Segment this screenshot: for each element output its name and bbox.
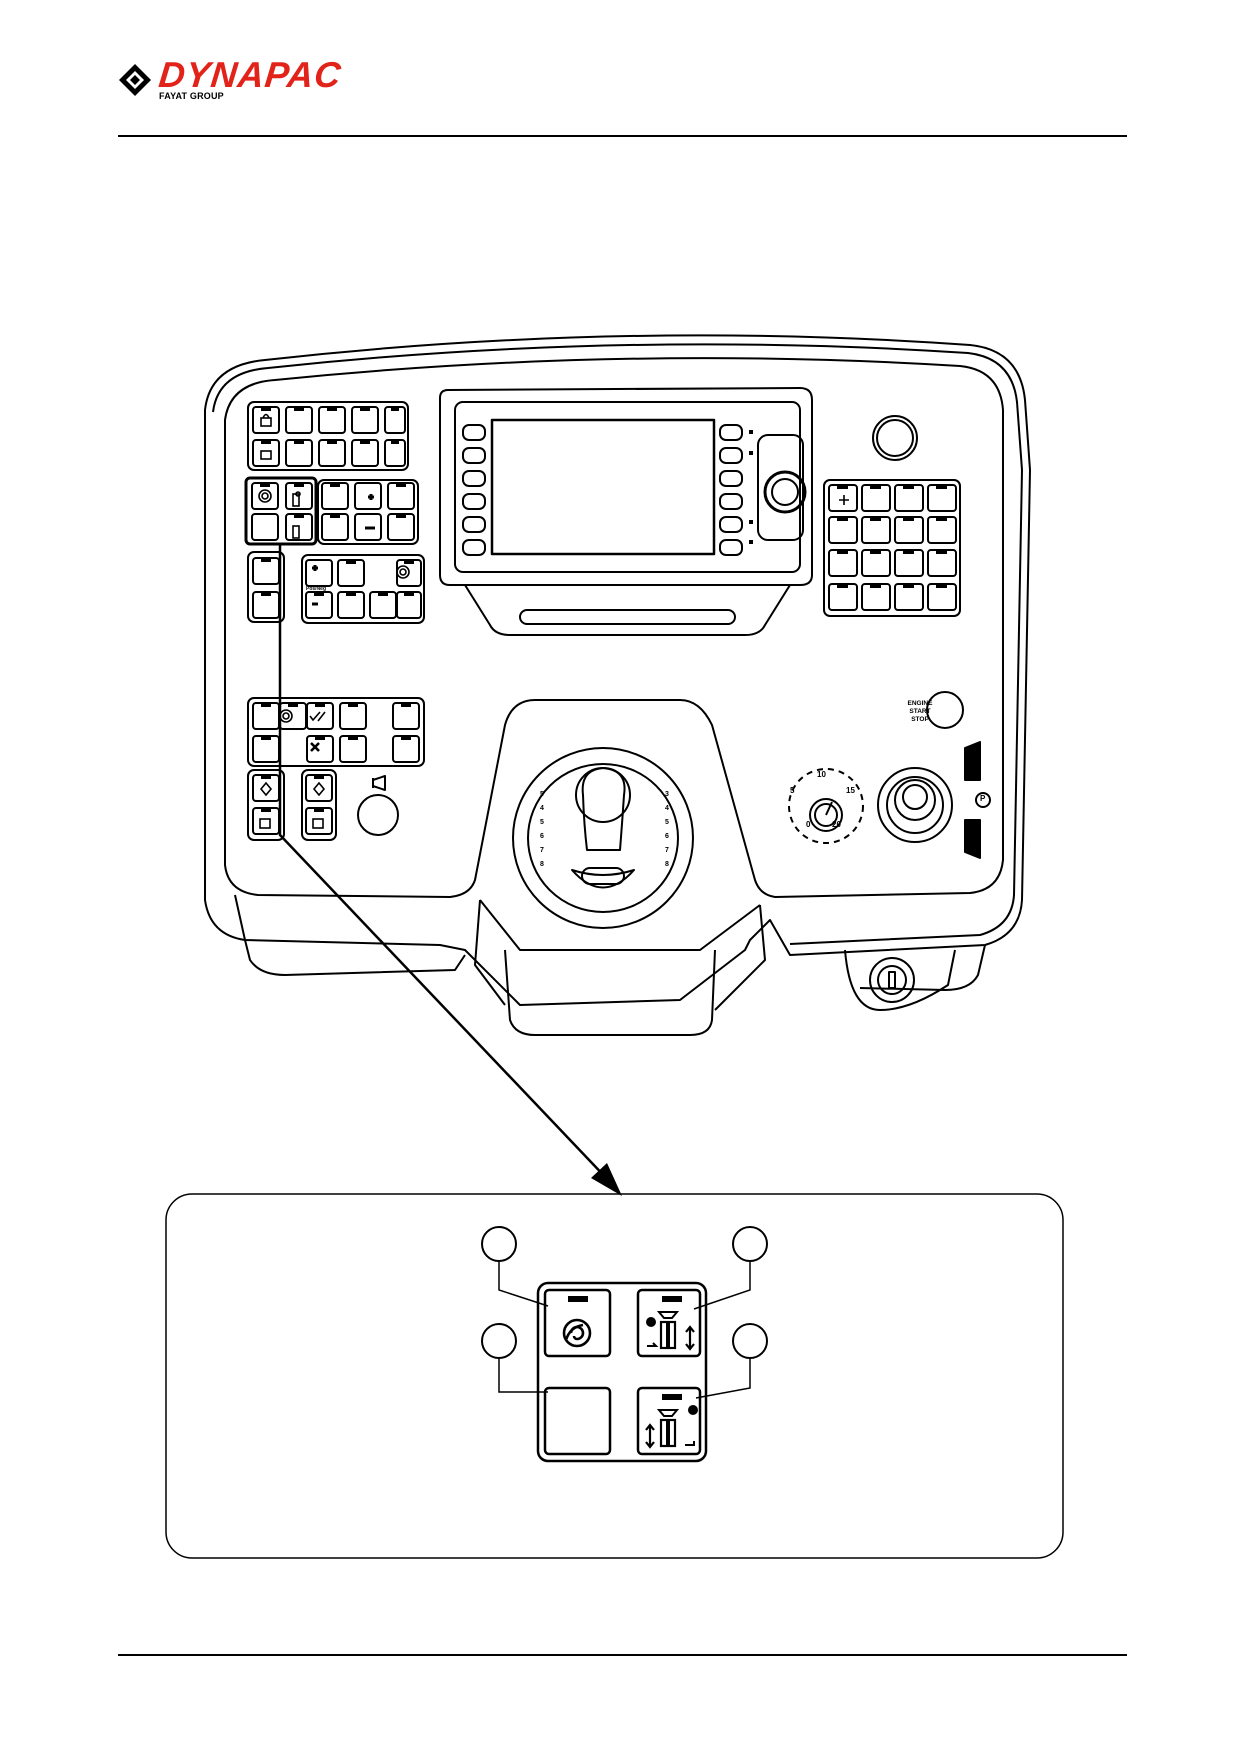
parking-indicator xyxy=(975,792,991,808)
display-softkeys-right xyxy=(719,424,743,556)
speed-tick-10: 10 xyxy=(817,770,826,779)
ring-left-ticks: 5 4 5 6 7 8 xyxy=(540,791,544,868)
dynapac-diamond-icon xyxy=(119,64,151,96)
speed-tick-5: 5 xyxy=(790,786,795,795)
panel-outer-housing xyxy=(204,334,1031,1006)
display-bezel xyxy=(439,387,813,586)
speed-tick-20: 20 xyxy=(832,820,841,829)
header-rule xyxy=(118,135,1127,137)
speed-dial-ring xyxy=(788,768,864,844)
speed-dial-knob xyxy=(809,798,843,832)
top-right-rotary xyxy=(872,415,918,461)
speed-tick-15: 15 xyxy=(846,786,855,795)
button-cluster-mid-left xyxy=(317,479,419,545)
display-screen xyxy=(490,418,716,556)
callout-3 xyxy=(481,1323,517,1359)
vibration-button xyxy=(543,1288,612,1358)
display-handle xyxy=(519,609,736,625)
pos-neg-label: Pos/Neg xyxy=(306,586,327,592)
highlighted-button-group xyxy=(244,476,318,546)
brand-subtitle: FAYAT GROUP xyxy=(159,91,224,101)
vibration-spiral-icon xyxy=(562,1318,592,1348)
callout-4 xyxy=(732,1323,768,1359)
display-softkeys-left xyxy=(462,424,486,556)
drum-lift-up-button xyxy=(636,1288,702,1358)
forward-indicator xyxy=(964,741,981,781)
callout-leaders xyxy=(498,1262,751,1399)
button-cluster-top-left xyxy=(247,401,409,471)
right-joystick-base xyxy=(877,767,953,843)
detail-frame xyxy=(165,1193,1064,1559)
button-cluster-lower-left xyxy=(247,551,425,624)
engine-start-stop-button xyxy=(926,691,964,729)
footer-rule xyxy=(118,1654,1127,1656)
detail-button-panel xyxy=(536,1281,708,1463)
blank-button xyxy=(543,1386,612,1456)
steering-joystick xyxy=(581,767,626,851)
drum-lower-icon xyxy=(645,1405,698,1449)
callout-1 xyxy=(481,1226,517,1262)
drum-lift-down-button xyxy=(636,1386,702,1456)
lower-console xyxy=(479,899,761,951)
drum-raise-icon xyxy=(646,1311,695,1351)
button-cluster-right xyxy=(823,479,961,617)
callout-arrowhead xyxy=(591,1163,622,1196)
steering-dial-ring xyxy=(512,747,694,929)
speed-tick-0: 0 xyxy=(806,820,811,829)
navigation-knob xyxy=(763,470,807,514)
callout-2 xyxy=(732,1226,768,1262)
ring-right-ticks: 3 4 5 6 7 8 xyxy=(665,791,669,868)
horn-button xyxy=(357,794,399,836)
engine-start-stop-label: ENGINE START STOP xyxy=(907,700,933,723)
parking-label: P xyxy=(980,794,986,803)
ignition-key-switch xyxy=(869,957,915,1003)
panel-face xyxy=(224,357,1004,898)
dynapac-logo: DYNAPAC FAYAT GROUP xyxy=(115,54,435,108)
reverse-indicator xyxy=(964,819,981,859)
callout-arrow xyxy=(278,544,611,1183)
